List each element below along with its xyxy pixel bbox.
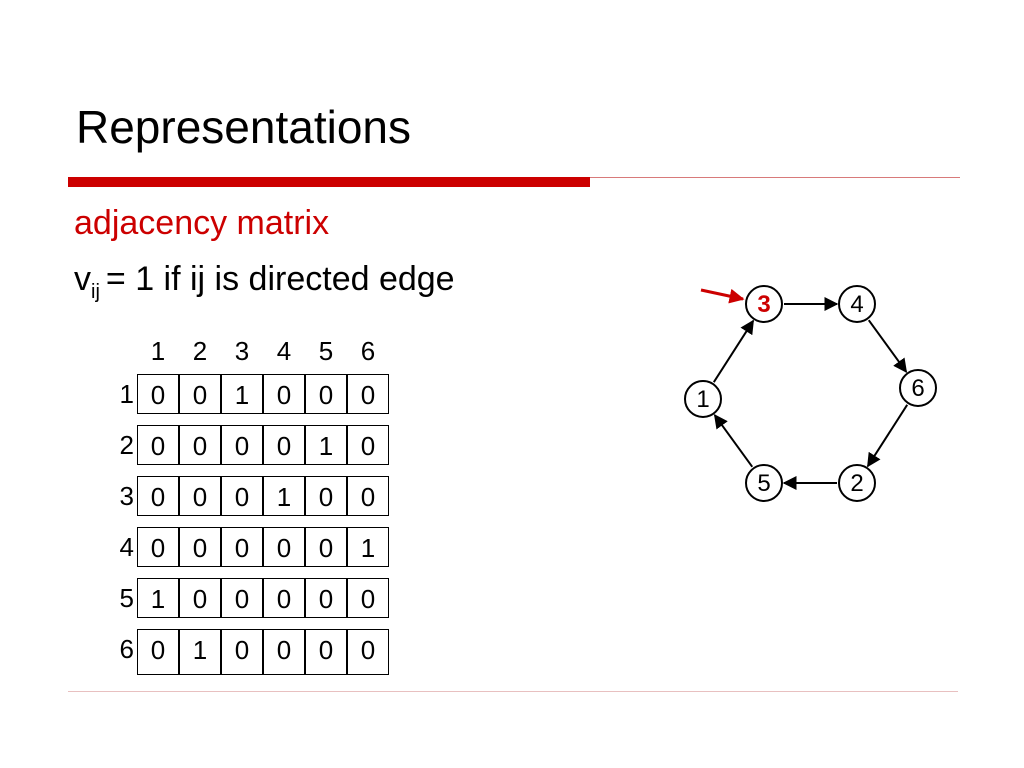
matrix-cell: 0 xyxy=(179,425,221,465)
matrix-col-label: 2 xyxy=(192,336,208,366)
matrix-cell: 1 xyxy=(137,578,179,618)
matrix-cell: 0 xyxy=(137,527,179,567)
matrix-cell: 0 xyxy=(263,374,305,414)
graph-edge-5-to-1 xyxy=(713,414,754,468)
matrix-cell: 1 xyxy=(221,374,263,414)
graph-node-2: 2 xyxy=(838,464,876,502)
matrix-cell: 0 xyxy=(221,476,263,516)
graph-node-circle xyxy=(684,380,722,418)
matrix-cell: 0 xyxy=(263,527,305,567)
matrix-cell: 1 xyxy=(179,629,221,675)
pointer-arrow xyxy=(700,288,745,304)
matrix-cell: 0 xyxy=(137,629,179,675)
matrix-cell: 0 xyxy=(347,374,389,414)
matrix-cell: 0 xyxy=(221,578,263,618)
graph-node-label: 3 xyxy=(757,291,770,318)
footer-rule xyxy=(68,691,958,692)
graph-node-3: 3 xyxy=(745,285,783,323)
matrix-cell: 0 xyxy=(137,425,179,465)
matrix-row-label: 5 xyxy=(119,583,134,613)
graph-node-circle xyxy=(745,285,783,323)
matrix-row-label: 6 xyxy=(119,634,134,664)
graph-node-label: 5 xyxy=(757,470,770,497)
matrix-cell: 0 xyxy=(179,374,221,414)
matrix-cell: 0 xyxy=(305,629,347,675)
matrix-cell: 0 xyxy=(137,476,179,516)
graph-node-6: 6 xyxy=(899,369,937,407)
matrix-cell: 0 xyxy=(347,476,389,516)
matrix-col-label: 1 xyxy=(150,336,166,366)
matrix-cell: 0 xyxy=(263,578,305,618)
graph-edge-1-to-3 xyxy=(712,319,755,383)
matrix-cell: 0 xyxy=(347,578,389,618)
matrix-row-label: 1 xyxy=(119,379,134,409)
matrix-cell: 0 xyxy=(221,425,263,465)
graph-node-label: 6 xyxy=(911,375,924,402)
definition-var: v xyxy=(74,260,91,298)
matrix-cell: 1 xyxy=(263,476,305,516)
matrix-row-label: 4 xyxy=(119,532,134,562)
definition-subscript: ij xyxy=(91,281,100,303)
graph-edge-6-to-2 xyxy=(866,404,909,468)
definition-rest: = 1 if ij is directed edge xyxy=(105,260,455,298)
graph-node-label: 2 xyxy=(850,470,863,497)
matrix-cell: 0 xyxy=(179,578,221,618)
matrix-cell: 0 xyxy=(305,374,347,414)
matrix-cell: 0 xyxy=(347,629,389,675)
graph-node-circle xyxy=(838,464,876,502)
matrix-cell: 1 xyxy=(305,425,347,465)
matrix-col-label: 4 xyxy=(276,336,292,366)
title-underline-thick xyxy=(68,177,590,187)
matrix-col-label: 5 xyxy=(318,336,334,366)
matrix-cell: 0 xyxy=(347,425,389,465)
graph-nodes: 3 4 1 6 5 2 xyxy=(684,285,937,502)
matrix-cell: 0 xyxy=(305,578,347,618)
matrix-cell: 0 xyxy=(137,374,179,414)
graph-edges xyxy=(700,288,909,490)
graph-node-4: 4 xyxy=(838,285,876,323)
graph-node-1: 1 xyxy=(684,380,722,418)
graph-node-label: 4 xyxy=(850,291,863,318)
matrix-cell: 0 xyxy=(179,476,221,516)
matrix-cell: 1 xyxy=(347,527,389,567)
matrix-cell: 0 xyxy=(221,629,263,675)
subtitle: adjacency matrix xyxy=(74,206,329,240)
matrix-col-label: 3 xyxy=(234,336,250,366)
graph-node-circle xyxy=(899,369,937,407)
matrix-row-label: 2 xyxy=(119,430,134,460)
graph-node-label: 1 xyxy=(696,386,709,413)
subtitle-text: adjacency matrix xyxy=(74,204,330,242)
graph-node-circle xyxy=(838,285,876,323)
matrix-cell: 0 xyxy=(263,425,305,465)
matrix-cell: 0 xyxy=(305,527,347,567)
matrix-cell: 0 xyxy=(179,527,221,567)
title-underline-thin xyxy=(590,177,960,178)
graph-node-5: 5 xyxy=(745,464,783,502)
definition-line: vij= 1 if ij is directed edge xyxy=(74,260,455,302)
slide-title: Representations xyxy=(76,101,411,153)
graph-node-circle xyxy=(745,464,783,502)
graph-edge-4-to-6 xyxy=(867,319,908,373)
matrix-cell: 0 xyxy=(305,476,347,516)
matrix-cell: 0 xyxy=(221,527,263,567)
matrix-row-label: 3 xyxy=(119,481,134,511)
matrix-cell: 0 xyxy=(263,629,305,675)
matrix-col-label: 6 xyxy=(360,336,376,366)
